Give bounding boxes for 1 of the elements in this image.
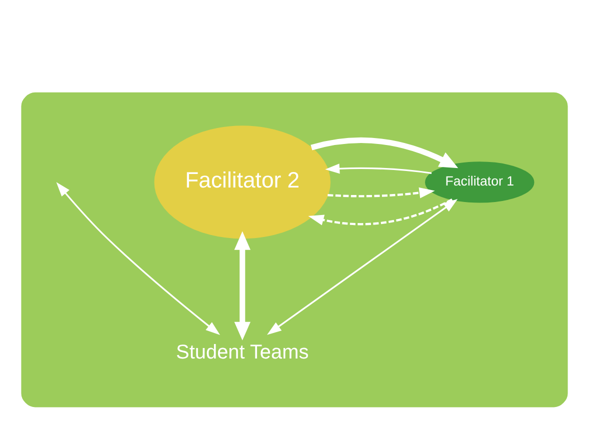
node-text: Student Teams [176, 340, 309, 363]
